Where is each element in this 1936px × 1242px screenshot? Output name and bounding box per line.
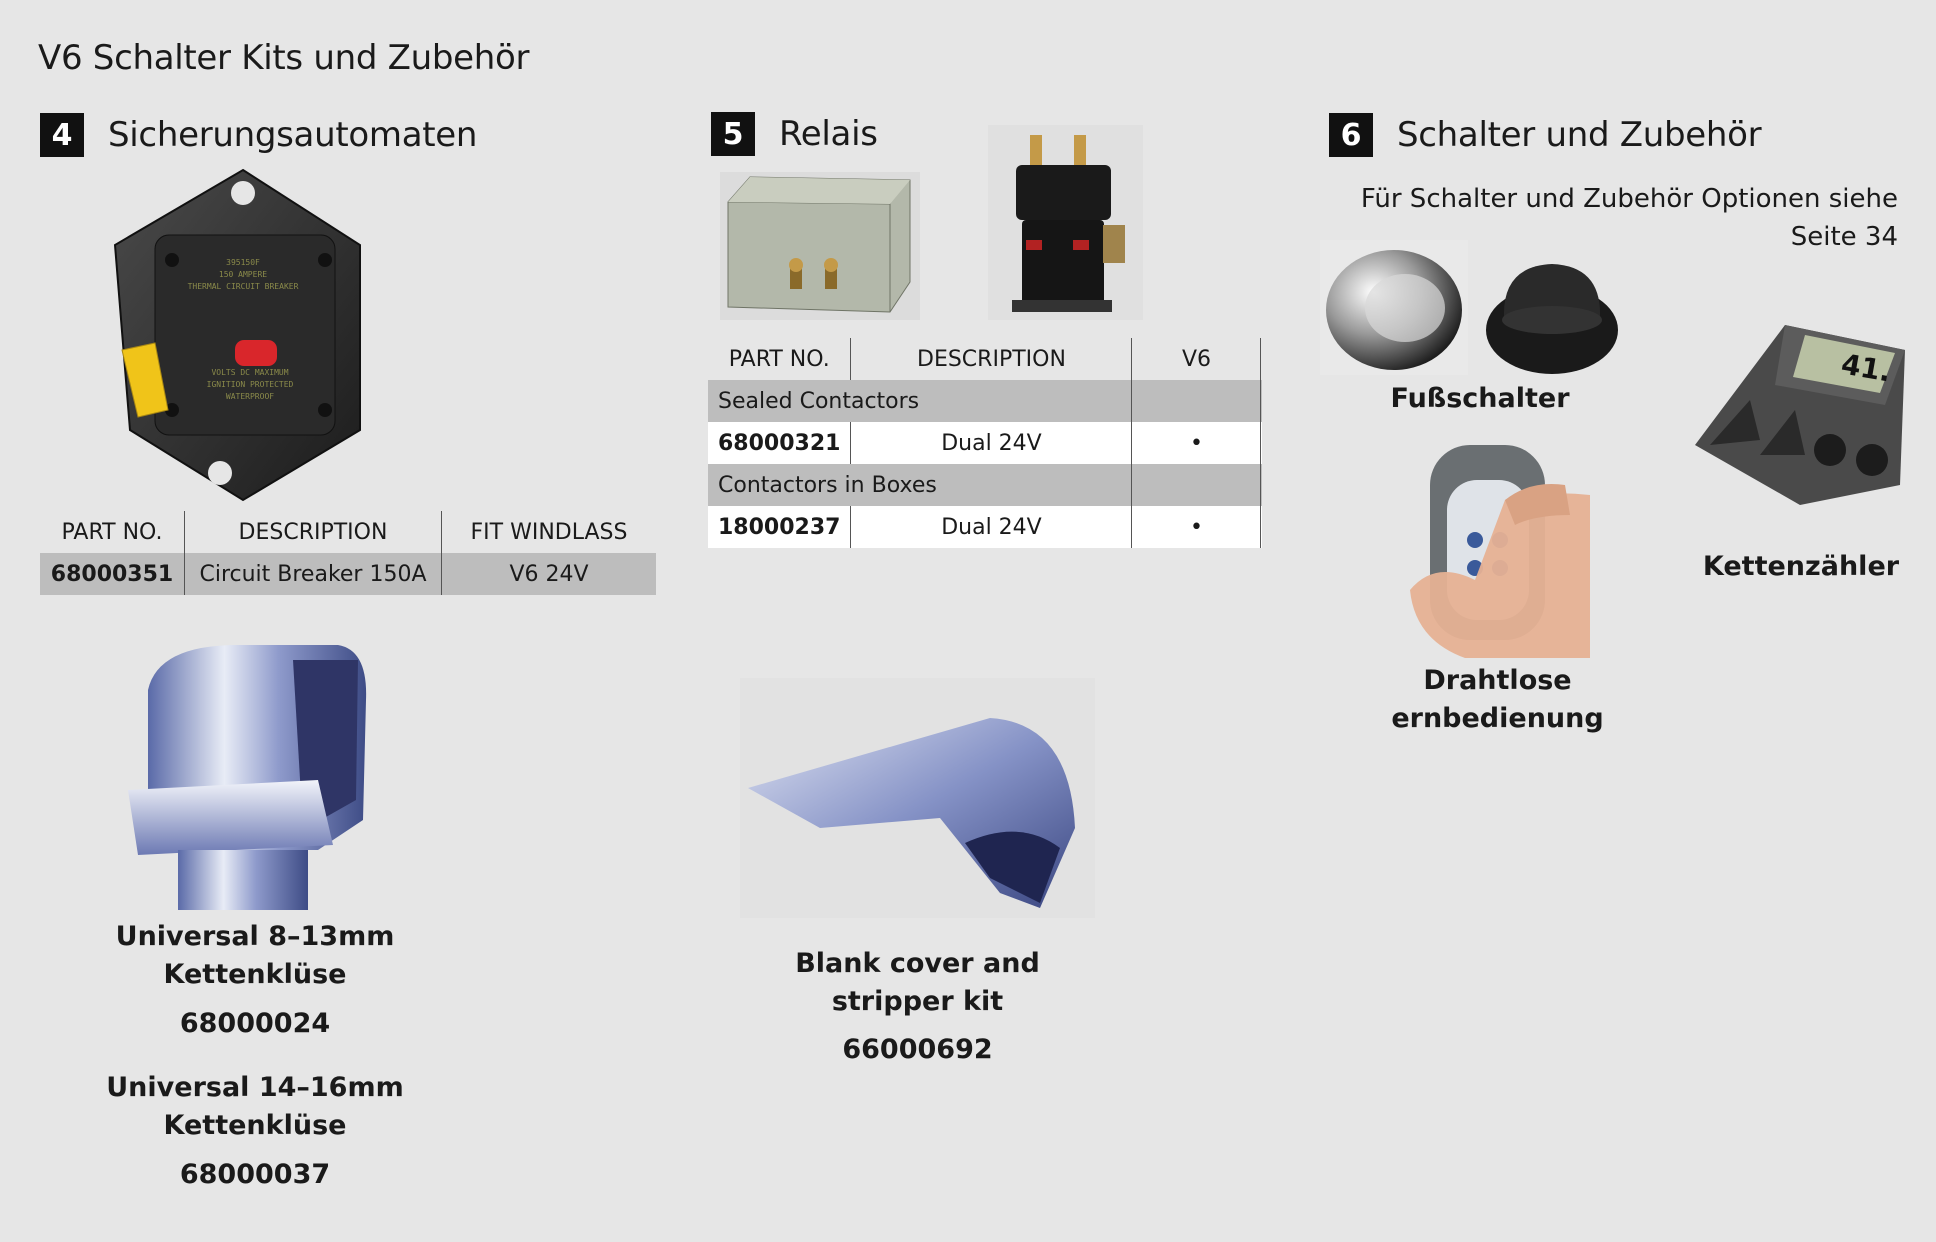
chain-counter-caption: Kettenzähler (1702, 551, 1900, 582)
hawse-pipe-image (128, 645, 367, 910)
col-v6: V6 (1131, 338, 1261, 380)
svg-text:IGNITION PROTECTED: IGNITION PROTECTED (207, 380, 294, 389)
reset-button-graphic (235, 340, 277, 366)
table-row: 68000321 Dual 24V • (708, 422, 1262, 464)
svg-text:150 AMPERE: 150 AMPERE (219, 270, 267, 279)
col-description: DESCRIPTION (850, 338, 1132, 380)
col-fit-windlass: FIT WINDLASS (441, 511, 656, 553)
blank-cover-part-number: 66000692 (842, 1034, 993, 1065)
section-4-number: 4 (40, 113, 84, 157)
section-6-note: Für Schalter und Zubehör Optionen siehe … (1360, 184, 1898, 252)
relay-table-wrapper: PART NO. DESCRIPTION V6 Sealed Contactor… (708, 338, 1262, 548)
svg-text:WATERPROOF: WATERPROOF (226, 392, 274, 401)
section-6-header: 6 Schalter und Zubehör (1329, 113, 1762, 157)
blank-cover-caption: Blank cover and stripper kit (795, 948, 1040, 1017)
hawse-pipe-2-caption: Universal 14–16mm Kettenklüse (106, 1072, 404, 1141)
col-part-no: PART NO. (728, 346, 830, 372)
svg-text:395150F: 395150F (226, 258, 260, 267)
part-number: 68000351 (40, 553, 185, 595)
breaker-table: PART NO. DESCRIPTION FIT WINDLASS 680003… (40, 511, 656, 595)
page-title: V6 Schalter Kits und Zubehör (38, 38, 530, 78)
table-row: 68000351 Circuit Breaker 150A V6 24V (40, 553, 656, 595)
svg-text:VOLTS DC MAXIMUM: VOLTS DC MAXIMUM (211, 368, 288, 377)
v6-fit: • (1131, 422, 1261, 464)
foot-switch-caption: Fußschalter (1390, 383, 1570, 414)
sealed-contactor-image (988, 125, 1143, 320)
section-4-title: Sicherungsautomaten (108, 115, 478, 155)
chain-counter-image: 41. (1695, 325, 1905, 505)
table-row: 18000237 Dual 24V • (708, 506, 1262, 548)
col-description: DESCRIPTION (184, 511, 442, 553)
breaker-label-text: 395150F 150 AMPERE THERMAL CIRCUIT BREAK… (188, 258, 299, 401)
circuit-breaker-image: 395150F 150 AMPERE THERMAL CIRCUIT BREAK… (113, 168, 361, 502)
blank-cover-image (740, 678, 1095, 918)
section-6-number: 6 (1329, 113, 1373, 157)
hawse-pipe-2-part-number: 68000037 (179, 1159, 331, 1190)
part-number: 68000321 (708, 422, 851, 464)
description: Dual 24V (850, 422, 1132, 464)
section-5-header: 5 Relais (711, 112, 878, 156)
col-part-no: PART NO. (61, 519, 163, 545)
relay-box-image (720, 172, 920, 320)
hawse-pipe-1-part-number: 68000024 (179, 1008, 331, 1039)
wireless-remote-image (1405, 440, 1590, 658)
hawse-pipe-1-caption: Universal 8–13mm Kettenklüse (115, 921, 395, 990)
fit-windlass: V6 24V (441, 553, 656, 595)
description: Circuit Breaker 150A (184, 553, 442, 595)
section-5-title: Relais (779, 114, 878, 154)
breaker-table-header: PART NO. DESCRIPTION FIT WINDLASS (40, 511, 656, 553)
table-row-group: Contactors in Boxes (708, 464, 1262, 506)
group-name: Contactors in Boxes (708, 464, 1132, 506)
relay-table: PART NO. DESCRIPTION V6 Sealed Contactor… (708, 338, 1262, 548)
wireless-remote-caption: Drahtlose ernbedienung (1391, 665, 1604, 734)
relay-table-header: PART NO. DESCRIPTION V6 (708, 338, 1262, 380)
section-6-title: Schalter und Zubehör (1397, 115, 1762, 155)
table-row-group: Sealed Contactors (708, 380, 1262, 422)
svg-text:THERMAL CIRCUIT BREAKER: THERMAL CIRCUIT BREAKER (188, 282, 299, 291)
v6-fit: • (1131, 506, 1261, 548)
part-number: 18000237 (708, 506, 851, 548)
group-name: Sealed Contactors (708, 380, 1132, 422)
section-4-header: 4 Sicherungsautomaten (40, 113, 477, 157)
trip-lever-graphic (121, 342, 169, 418)
breaker-table-wrapper: PART NO. DESCRIPTION FIT WINDLASS 680003… (40, 511, 656, 595)
foot-switch-black-image (1486, 264, 1618, 374)
section-5-number: 5 (711, 112, 755, 156)
description: Dual 24V (850, 506, 1132, 548)
foot-switch-chrome-image (1320, 240, 1468, 375)
